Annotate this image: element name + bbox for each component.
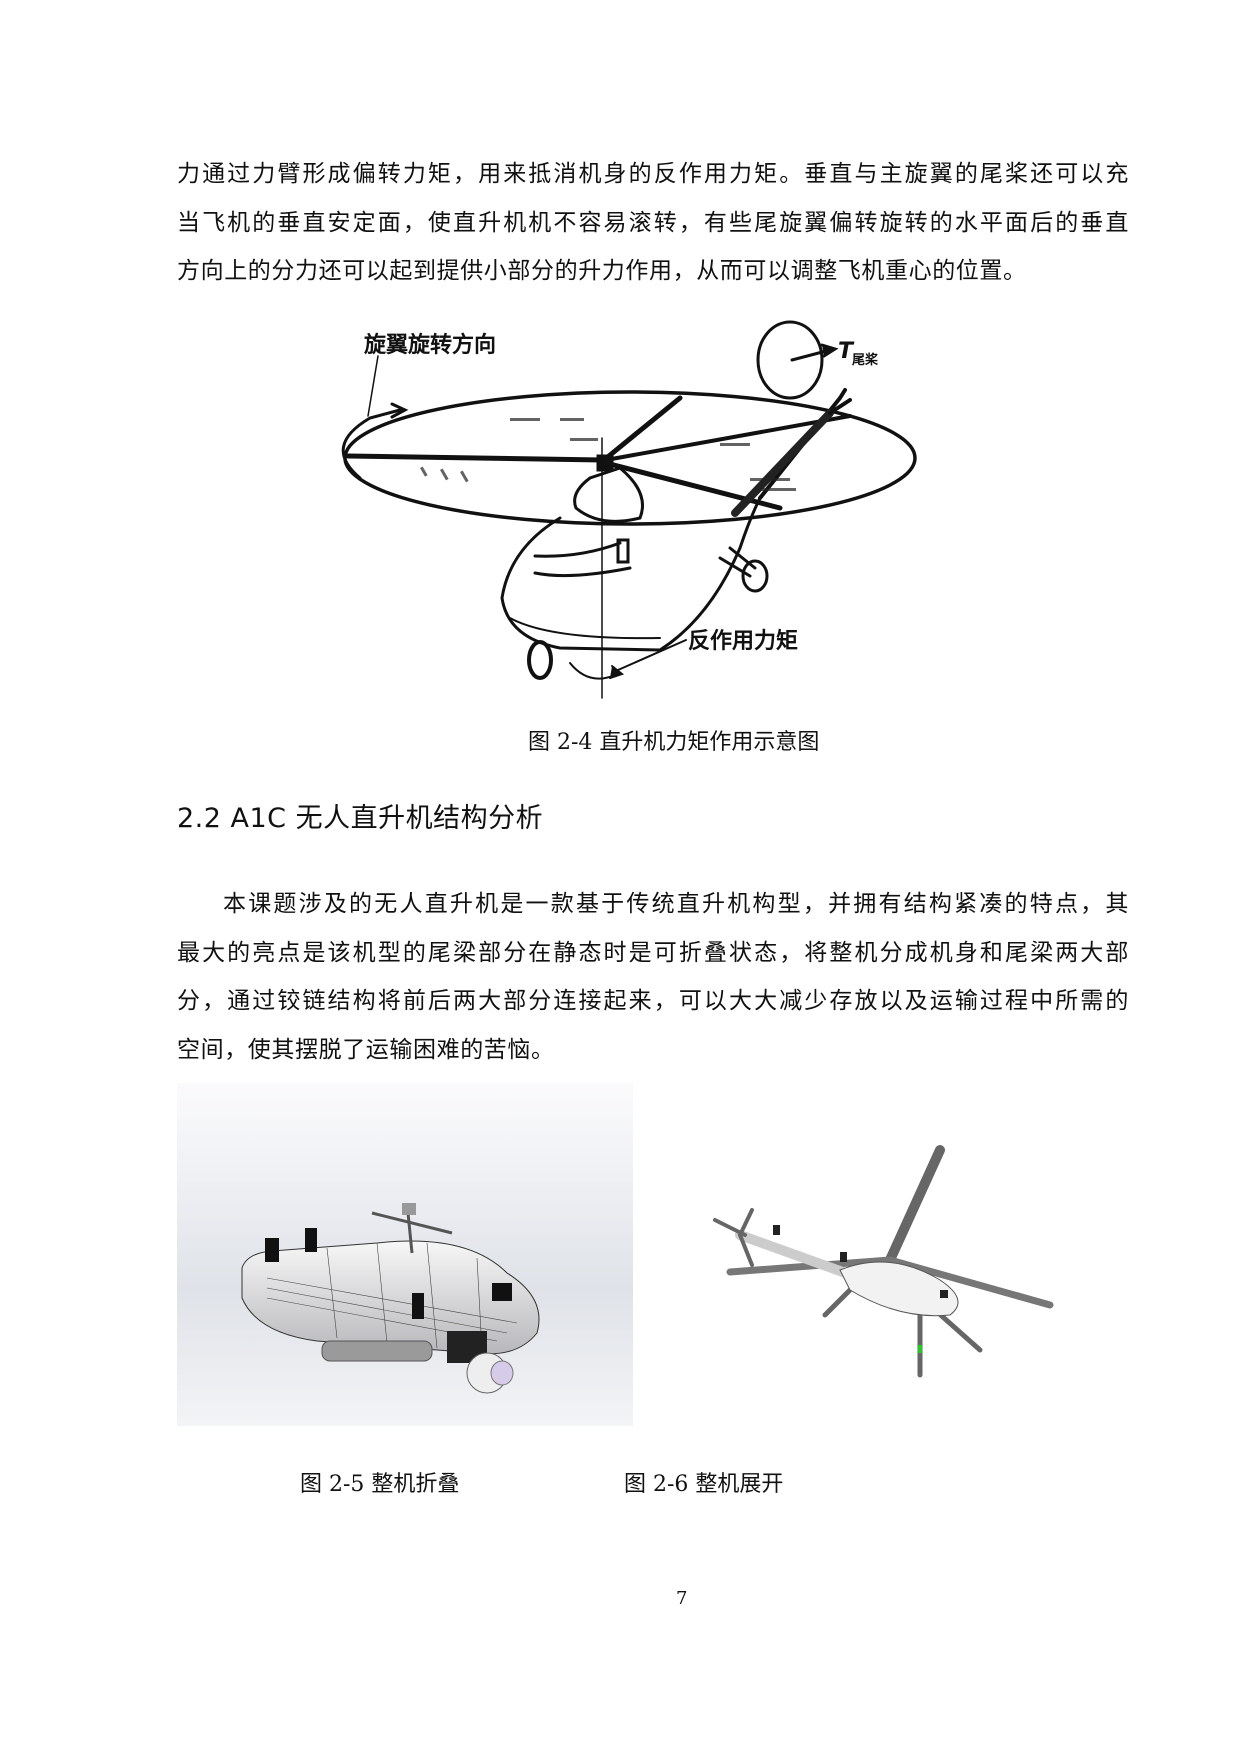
- paragraph-line: 本课题涉及的无人直升机是一款基于传统直升机构型，并拥有结构紧凑的特点，其: [223, 891, 1129, 917]
- paragraph-line: 力通过力臂形成偏转力矩，用来抵消机身的反作用力矩。垂直与主旋翼的尾桨还可以充: [177, 161, 1129, 187]
- paragraph-line: 当飞机的垂直安定面，使直升机机不容易滚转，有些尾旋翼偏转旋转的水平面后的垂直: [177, 209, 1129, 236]
- figure-2-5-caption: 图 2-5 整机折叠: [300, 1472, 460, 1497]
- rotation-direction-label: 旋翼旋转方向: [364, 332, 496, 358]
- paragraph-line: 最大的亮点是该机型的尾梁部分在静态时是可折叠状态，将整机分成机身和尾梁两大部: [177, 939, 1129, 966]
- tail-thrust-label: T: [838, 339, 855, 364]
- figure-helicopter-torque-diagram: 旋翼旋转方向 T 尾桨 反作用力矩: [330, 318, 970, 708]
- figure-unfolded-helicopter-image: [690, 1140, 1080, 1390]
- tail-thrust-subscript: 尾桨: [852, 352, 879, 368]
- paragraph-intro: 力通过力臂形成偏转力矩，用来抵消机身的反作用力矩。垂直与主旋翼的尾桨还可以充 当…: [177, 150, 1129, 296]
- helicopter-line-drawing: 旋翼旋转方向 T 尾桨 反作用力矩: [341, 320, 917, 699]
- figure-2-6-caption: 图 2-6 整机展开: [624, 1472, 784, 1497]
- paragraph-line: 分，通过铰链结构将前后两大部分连接起来，可以大大减少存放以及运输过程中所需的: [177, 988, 1129, 1014]
- paragraph-line: 方向上的分力还可以起到提供小部分的升力作用，从而可以调整飞机重心的位置。: [177, 258, 1027, 284]
- section-heading: 2.2 A1C 无人直升机结构分析: [177, 803, 544, 834]
- reaction-torque-label: 反作用力矩: [688, 628, 798, 654]
- paragraph-line: 空间，使其摆脱了运输困难的苦恼。: [177, 1036, 555, 1063]
- unfolded-helicopter-render: [713, 1145, 1054, 1378]
- page-number: 7: [676, 1588, 688, 1609]
- folded-helicopter-render: [241, 1202, 540, 1394]
- figure-folded-helicopter-image: [177, 1083, 633, 1426]
- figure-2-4-caption: 图 2-4 直升机力矩作用示意图: [528, 730, 820, 755]
- paragraph-structure: 本课题涉及的无人直升机是一款基于传统直升机构型，并拥有结构紧凑的特点，其 最大的…: [177, 880, 1129, 1074]
